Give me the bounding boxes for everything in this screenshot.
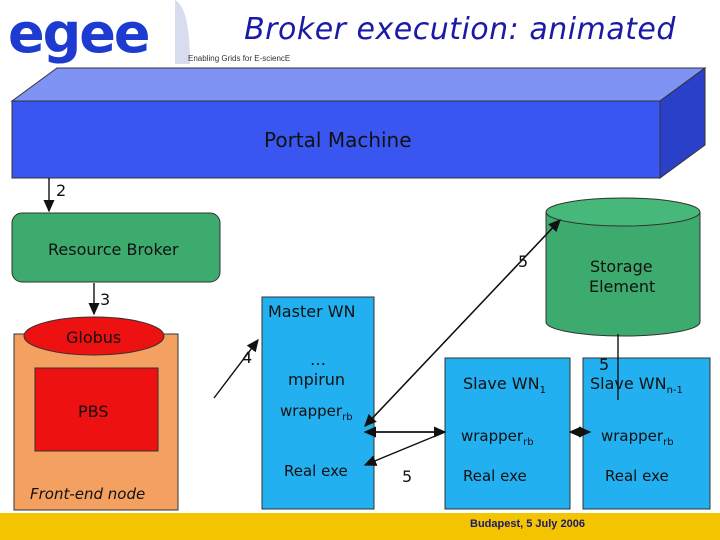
step-5-bottom-label: 5 xyxy=(402,467,413,486)
pbs-box xyxy=(34,367,159,452)
master-wn-box xyxy=(261,296,375,510)
globus-label: Globus xyxy=(66,328,122,347)
step-5-mid-label: 5 xyxy=(599,355,610,374)
real-exe-slave1-label: Real exe xyxy=(463,467,527,485)
storage-element-line2: Element xyxy=(589,277,656,296)
slave-wn1-box xyxy=(444,357,571,510)
page-title: Broker execution: animated xyxy=(244,12,676,47)
front-end-node-label: Front-end node xyxy=(30,485,146,503)
slave-wn1-label: Slave WN1 xyxy=(463,374,546,397)
pbs-label: PBS xyxy=(78,402,109,421)
storage-element-cylinder xyxy=(545,197,701,337)
resource-broker-label: Resource Broker xyxy=(48,240,179,259)
resource-broker-box xyxy=(11,212,221,283)
portal-machine-box xyxy=(10,67,707,179)
footer-bar xyxy=(0,513,720,540)
svg-text:egee: egee xyxy=(8,2,149,65)
slave-wnn-label: Slave WNn-1 xyxy=(590,374,683,397)
storage-element-line1: Storage xyxy=(590,257,653,276)
real-exe-slaven-label: Real exe xyxy=(605,467,669,485)
mpirun-label: mpirun xyxy=(288,370,346,389)
step-5-top-label: 5 xyxy=(518,252,529,271)
step-3-label: 3 xyxy=(100,290,111,309)
slave-wnn-box xyxy=(582,357,711,510)
egee-logo: egee xyxy=(0,0,190,65)
wrapper-master-label: wrapperrb xyxy=(280,402,353,423)
arrow-5-bottom xyxy=(363,431,446,466)
arrows xyxy=(43,178,619,466)
wrapper-slaven-label: wrapperrb xyxy=(601,427,674,448)
step-4-label: 4 xyxy=(242,348,253,367)
page-subtitle: Enabling Grids for E-sciencE xyxy=(188,54,291,63)
portal-machine-label: Portal Machine xyxy=(264,128,412,152)
ellipsis-label: … xyxy=(310,350,326,369)
arrow-4 xyxy=(213,338,259,399)
footer-text: Budapest, 5 July 2006 xyxy=(470,518,585,530)
globus-ellipse xyxy=(23,316,165,356)
wrapper-slave1-label: wrapperrb xyxy=(461,427,534,448)
real-exe-master-label: Real exe xyxy=(284,462,348,480)
step-2-label: 2 xyxy=(56,181,67,200)
arrow-5-top-back xyxy=(364,219,561,428)
master-wn-label: Master WN xyxy=(268,302,356,321)
